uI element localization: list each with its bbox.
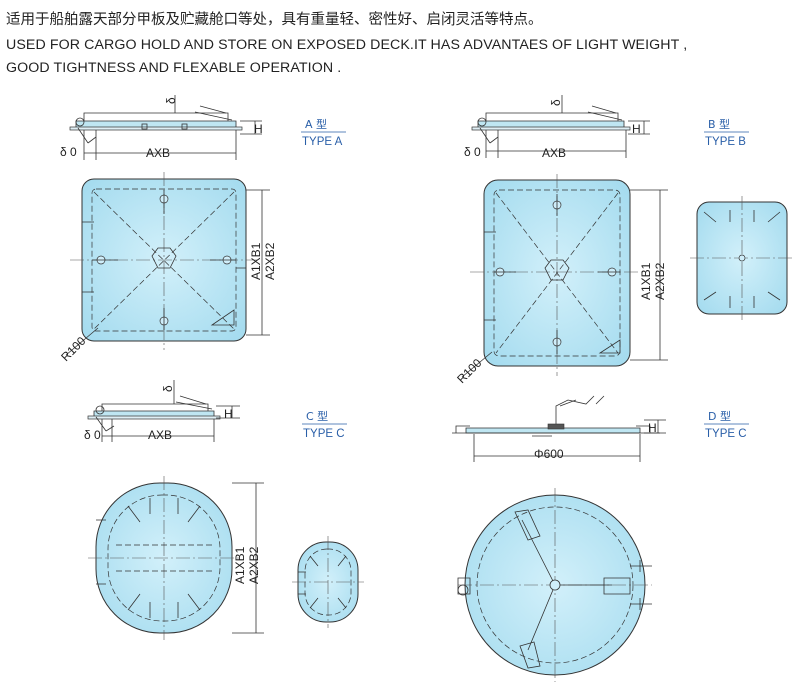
type-d-cn-label: D 型 — [708, 409, 731, 423]
type-c-en-label: TYPE C — [303, 428, 345, 440]
type-a-caption: A 型 TYPE A — [301, 117, 346, 148]
type-d-h-label: H — [648, 421, 657, 435]
type-c-cn-label: C 型 — [306, 409, 328, 423]
type-a-side-view: δ H δ 0 AXB — [60, 95, 263, 160]
type-c-a1xb1-label: A1XB1 — [233, 546, 247, 584]
type-a-en-label: TYPE A — [302, 136, 343, 148]
type-b-plan-view: A1XB1 A2XB2 R100 — [454, 174, 794, 386]
type-c-caption: C 型 TYPE C — [302, 409, 347, 440]
type-a-cn-label: A 型 — [305, 117, 327, 131]
type-c-plan-view: A1XB1 A2XB2 — [88, 476, 364, 640]
header-english-line-2: GOOD TIGHTNESS AND FLEXABLE OPERATION . — [6, 60, 342, 76]
type-d-side-view: H Φ600 — [452, 395, 666, 462]
type-b-r100-label: R100 — [454, 356, 484, 386]
type-b-caption: B 型 TYPE B — [704, 117, 749, 148]
type-a-delta0-label: δ 0 — [60, 145, 77, 159]
type-b-h-label: H — [632, 122, 641, 136]
type-a-h-label: H — [254, 122, 263, 136]
header-chinese-text: 适用于船舶露天部分甲板及贮藏舱口等处，具有重量轻、密性好、启闭灵活等特点。 — [6, 12, 543, 28]
type-b-a2xb2-label: A2XB2 — [653, 262, 667, 300]
type-b-side-view: δ H δ 0 AXB — [464, 95, 650, 160]
type-c-a2xb2-label: A2XB2 — [247, 546, 261, 584]
type-d-caption: D 型 TYPE C — [704, 409, 749, 440]
type-b-axb-label: AXB — [542, 146, 566, 160]
type-b-a1xb1-label: A1XB1 — [639, 262, 653, 300]
type-a-plan-view: A1XB1 A2XB2 R100 — [58, 172, 277, 364]
type-a-delta-label: δ — [164, 97, 178, 104]
type-c-h-label: H — [224, 407, 233, 421]
type-d-phi600-label: Φ600 — [534, 447, 564, 461]
type-c-axb-label: AXB — [148, 428, 172, 442]
type-a-axb-label: AXB — [146, 146, 170, 160]
type-a-r100-label: R100 — [58, 334, 88, 364]
type-c-delta-label: δ — [161, 385, 175, 392]
type-b-en-label: TYPE B — [705, 136, 746, 148]
type-a-a1xb1-label: A1XB1 — [249, 242, 263, 280]
type-b-delta-label: δ — [549, 99, 563, 106]
type-b-delta0-label: δ 0 — [464, 145, 481, 159]
type-b-cn-label: B 型 — [708, 117, 730, 131]
type-d-plan-view — [457, 488, 652, 682]
type-d-en-label: TYPE C — [705, 428, 747, 440]
type-c-side-view: δ H δ 0 AXB — [84, 380, 240, 442]
type-c-delta0-label: δ 0 — [84, 428, 101, 442]
type-a-a2xb2-label: A2XB2 — [263, 242, 277, 280]
header-english-line-1: USED FOR CARGO HOLD AND STORE ON EXPOSED… — [6, 37, 688, 53]
